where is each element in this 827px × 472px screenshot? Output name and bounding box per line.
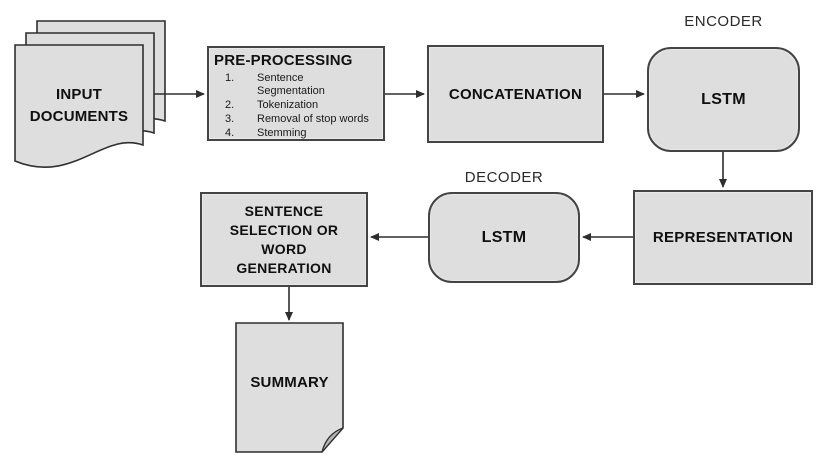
- summary-document-shape: [235, 322, 344, 453]
- encoder-lstm-label: LSTM: [701, 90, 746, 108]
- decoder-group-label: DECODER: [464, 169, 544, 186]
- node-decoder-lstm: LSTM: [428, 192, 580, 283]
- node-pre-processing: PRE-PROCESSING 1. Sentence Segmentation …: [207, 46, 385, 141]
- step-text: Stemming: [257, 127, 307, 139]
- node-encoder-lstm: LSTM: [647, 47, 800, 152]
- step-text: Tokenization: [257, 99, 319, 111]
- step-number: 4.: [225, 127, 235, 139]
- pre-processing-step: 3. Removal of stop words: [225, 113, 380, 126]
- pre-processing-step: 4. Stemming: [225, 127, 380, 140]
- pre-processing-step: 1. Sentence Segmentation: [225, 72, 380, 98]
- step-text: Removal of stop words: [257, 113, 369, 125]
- node-concatenation: CONCATENATION: [427, 45, 604, 143]
- decoder-lstm-label: LSTM: [481, 228, 527, 246]
- pre-processing-steps: 1. Sentence Segmentation 2. Tokenization…: [209, 72, 383, 140]
- encoder-group-label: ENCODER: [684, 13, 763, 30]
- node-sentence-selection: SENTENCE SELECTION OR WORD GENERATION: [200, 192, 368, 287]
- summary-label: SUMMARY: [250, 374, 329, 391]
- step-number: 2.: [225, 99, 235, 111]
- input-documents-shape: [14, 20, 166, 168]
- sentence-selection-label: SENTENCE SELECTION OR WORD GENERATION: [229, 202, 339, 276]
- input-documents-label: INPUT DOCUMENTS: [29, 86, 129, 125]
- step-number: 1.: [225, 72, 235, 84]
- step-text: Sentence Segmentation: [257, 72, 325, 97]
- pre-processing-step: 2. Tokenization: [225, 99, 380, 112]
- concatenation-label: CONCATENATION: [448, 85, 583, 103]
- representation-label: REPRESENTATION: [652, 229, 794, 246]
- pre-processing-title: PRE-PROCESSING: [214, 52, 353, 69]
- connectors: [154, 90, 727, 321]
- step-number: 3.: [225, 113, 235, 125]
- node-representation: REPRESENTATION: [633, 190, 813, 285]
